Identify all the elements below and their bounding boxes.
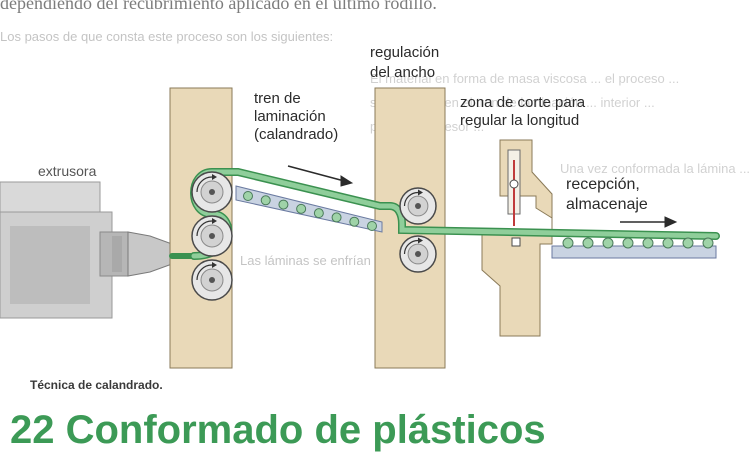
conveyor-roller <box>260 195 271 206</box>
conveyor-roller <box>243 191 253 201</box>
roller <box>191 171 233 213</box>
rollers <box>191 171 437 301</box>
conveyor-roller <box>313 208 324 219</box>
background-text-line: Los pasos de que consta este proceso son… <box>0 29 334 44</box>
conveyor-roller <box>582 237 594 249</box>
background-text-line: El material en forma de masa viscosa ...… <box>370 71 680 86</box>
top-text: dependiendo del recubrimiento aplicado e… <box>0 0 437 13</box>
reception-label-line: recepción, <box>566 176 640 193</box>
conveyor-roller <box>349 216 360 227</box>
figure-caption: Técnica de calandrado. <box>30 378 163 392</box>
extruder <box>0 181 173 319</box>
background-text-line: Una vez conformada la lámina ... <box>560 161 751 176</box>
conveyor-roller <box>278 199 289 210</box>
roller <box>399 235 437 273</box>
width-regulation-label-line: regulación <box>370 44 440 61</box>
inclined-conveyor <box>235 185 383 233</box>
conveyor-roller <box>622 237 634 249</box>
calender-train-label-line: laminación <box>254 108 326 125</box>
reception-conveyor <box>551 245 717 259</box>
calender-train-label-line: (calandrado) <box>254 126 339 143</box>
roller <box>191 259 233 301</box>
flow-arrow <box>620 216 678 228</box>
conveyor-roller <box>682 237 694 249</box>
conveyor-roller <box>331 212 342 223</box>
conveyor-roller <box>642 237 654 249</box>
conveyor-roller <box>602 237 614 249</box>
roller <box>399 187 437 225</box>
diagram-drawing <box>0 87 720 369</box>
reception-label-line: almacenaje <box>566 196 648 213</box>
conveyor-roller <box>367 221 377 231</box>
conveyor-roller <box>296 203 307 214</box>
cut-zone-label-line: zona de corte para <box>460 94 586 111</box>
calender-train-label-line: tren de <box>254 90 301 107</box>
extruder-label: extrusora <box>38 163 97 179</box>
cutter <box>481 139 553 337</box>
roller <box>191 215 233 257</box>
cut-zone-label-line: regular la longitud <box>460 112 580 129</box>
width-regulation-label-line: del ancho <box>370 64 436 81</box>
bottom-heading: 22 Conformado de plásticos <box>10 408 546 452</box>
conveyor-roller <box>562 237 574 249</box>
conveyor-rollers <box>243 191 714 249</box>
conveyor-roller <box>662 237 674 249</box>
conveyor-roller <box>702 237 714 249</box>
flow-arrow <box>287 165 354 187</box>
